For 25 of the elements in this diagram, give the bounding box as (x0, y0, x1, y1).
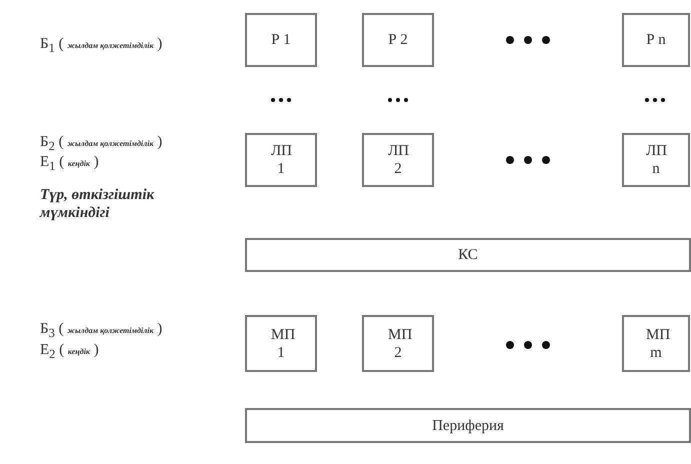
level-label: Б$_{2}$ ( жылдам қолжетімділік ) (40, 134, 162, 154)
process-box (362, 133, 434, 187)
box-label: ЛП 2 (388, 142, 408, 178)
process-box (362, 315, 434, 372)
process-box (245, 133, 317, 187)
box-label: ЛП 1 (271, 142, 291, 178)
level-label: Б$_{3}$ ( жылдам қолжетімділік ) (40, 321, 162, 341)
process-box (245, 408, 691, 443)
box-label: КС (458, 246, 478, 264)
process-box (245, 13, 317, 67)
box-label: Р n (646, 31, 666, 49)
process-box (362, 13, 434, 67)
process-box (622, 133, 690, 187)
box-label: Р 1 (271, 31, 291, 49)
box-label: Периферия (432, 416, 504, 434)
process-box (622, 315, 690, 372)
box-label: Р 2 (388, 31, 408, 49)
level-label: Б$_{1}$ ( жылдам қолжетімділік ) (40, 36, 162, 56)
row-label: Түр, өткізгіштік мүмкіндігі (40, 186, 156, 222)
process-box (245, 238, 691, 272)
process-box (245, 315, 317, 372)
level-label: Е$_{1}$ ( кеңдік ) (40, 154, 99, 174)
box-label: ЛП n (646, 142, 666, 178)
process-box (622, 13, 690, 67)
level-label: Е$_{2}$ ( кеңдік ) (40, 342, 99, 362)
